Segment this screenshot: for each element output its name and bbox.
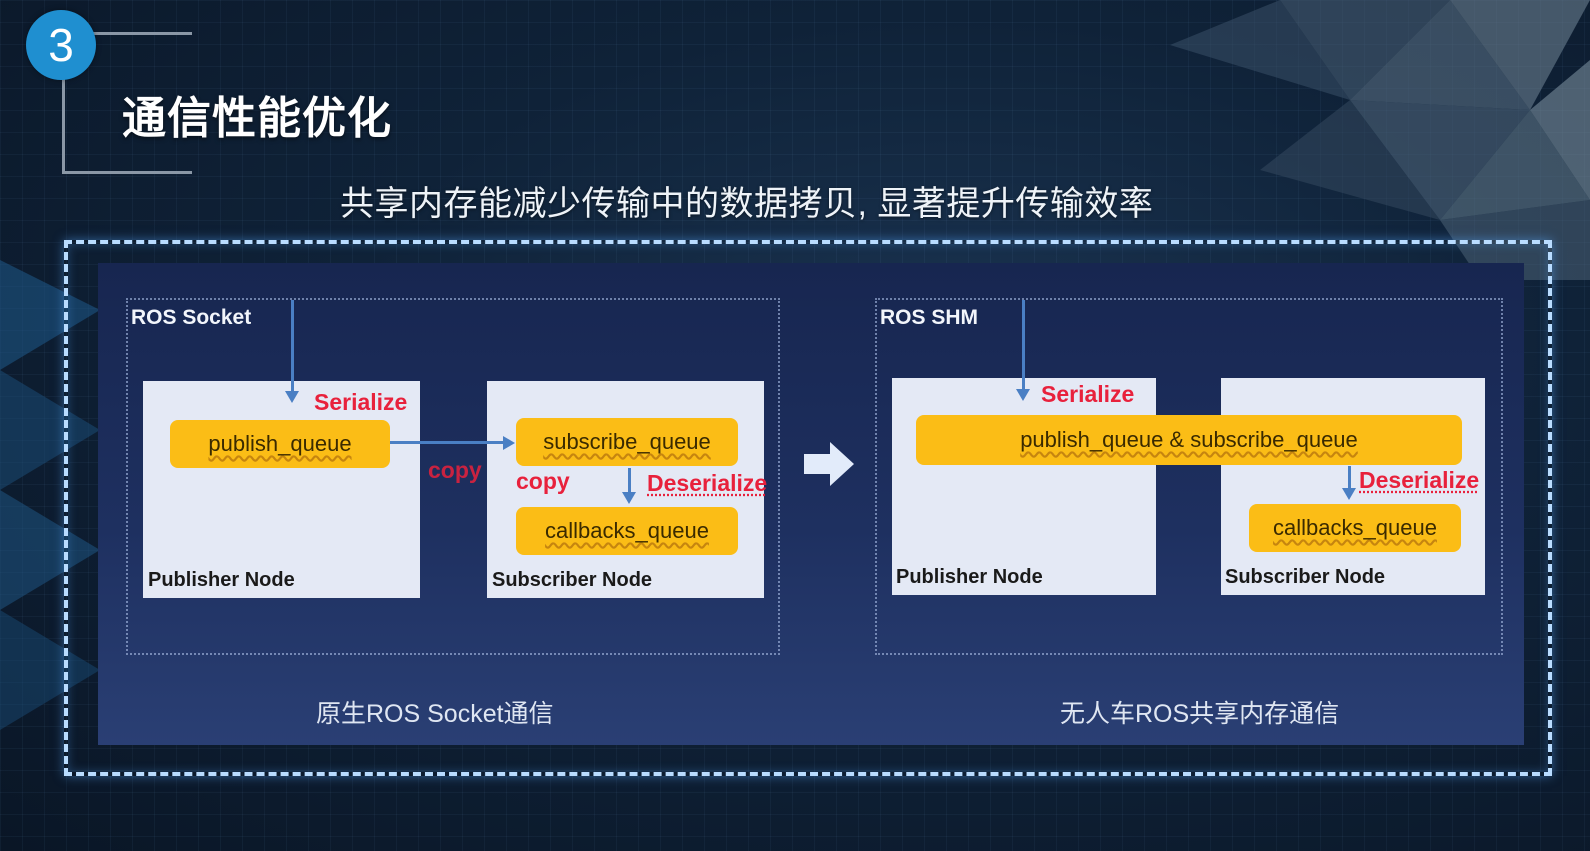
socket-caption: 原生ROS Socket通信 [316, 700, 554, 728]
shm-subscriber-node-label: Subscriber Node [1225, 566, 1386, 588]
shm-input-arrow-head [1016, 389, 1030, 401]
socket-subscriber-node-label: Subscriber Node [492, 569, 653, 591]
shm-shared-queue-text: publish_queue & subscribe_queue [1020, 427, 1358, 452]
ros-shm-label: ROS SHM [880, 306, 979, 329]
socket-deserialize-label: Deserialize [647, 470, 768, 496]
shm-subscriber-node [1221, 378, 1485, 595]
shm-shared-queue: publish_queue & subscribe_queue [916, 415, 1462, 465]
socket-deserialize-arrow-line [628, 468, 631, 492]
socket-subscribe-queue: subscribe_queue [516, 418, 738, 466]
socket-publisher-node [143, 381, 420, 598]
shm-callbacks-queue: callbacks_queue [1249, 504, 1461, 552]
shm-publisher-node [892, 378, 1156, 595]
socket-subscribe-queue-text: subscribe_queue [543, 429, 711, 454]
shm-deserialize-arrow-line [1348, 466, 1351, 488]
section-number-badge: 3 [26, 10, 96, 80]
socket-input-arrow-head [285, 391, 299, 403]
socket-copy-arrow-line [390, 441, 505, 444]
title-bracket [62, 32, 192, 174]
ros-socket-label: ROS Socket [131, 306, 252, 329]
transition-arrow-icon [804, 442, 854, 486]
socket-input-arrow-line [291, 300, 294, 392]
socket-publisher-node-label: Publisher Node [148, 569, 295, 591]
socket-callbacks-queue: callbacks_queue [516, 507, 738, 555]
diagram-frame [64, 240, 1552, 776]
ros-socket-group [126, 298, 780, 655]
shm-deserialize-arrow-head [1342, 488, 1356, 500]
socket-serialize-label: Serialize [314, 389, 408, 415]
socket-subscriber-copy-label: copy [516, 468, 570, 494]
shm-caption: 无人车ROS共享内存通信 [1060, 700, 1340, 728]
socket-subscriber-node [487, 381, 764, 598]
shm-serialize-label: Serialize [1041, 381, 1135, 407]
shm-input-arrow-line [1022, 300, 1025, 390]
shm-publisher-node-label: Publisher Node [896, 566, 1043, 588]
socket-deserialize-arrow-head [622, 492, 636, 504]
shm-deserialize-label: Deserialize [1359, 467, 1480, 493]
socket-copy-arrow-head [503, 436, 515, 450]
socket-transfer-copy-label: copy [428, 457, 482, 483]
socket-callbacks-queue-text: callbacks_queue [545, 518, 709, 543]
ros-shm-group [875, 298, 1503, 655]
page-subtitle: 共享内存能减少传输中的数据拷贝, 显著提升传输效率 [340, 185, 1154, 223]
page-title: 通信性能优化 [122, 94, 392, 143]
background-triangles [1170, 0, 1590, 280]
shm-callbacks-queue-text: callbacks_queue [1273, 515, 1437, 540]
socket-publish-queue-text: publish_queue [208, 431, 352, 456]
socket-publish-queue: publish_queue [170, 420, 390, 468]
